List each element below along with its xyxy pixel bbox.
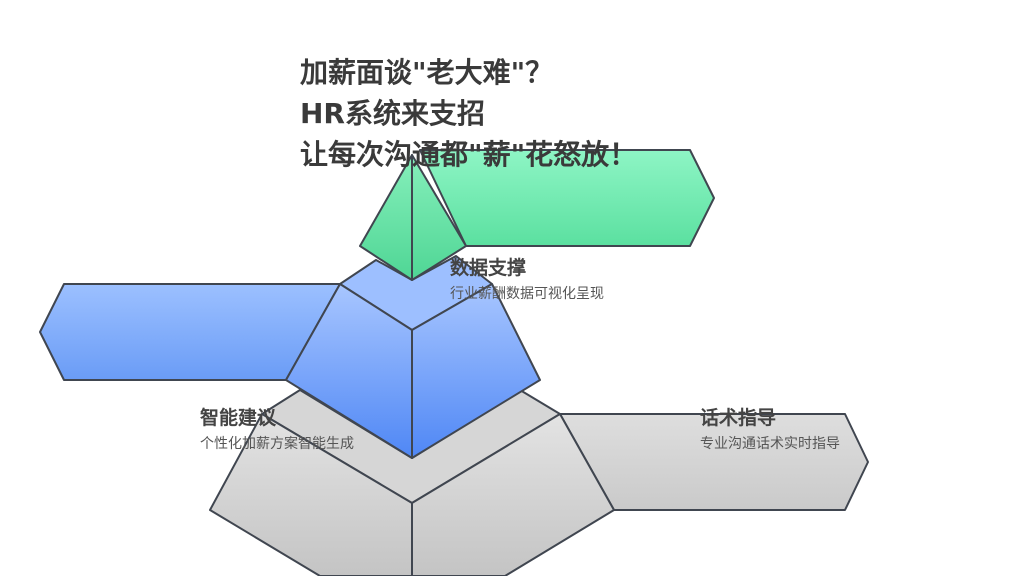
page-title: 加薪面谈"老大难"？ HR系统来支招 让每次沟通都"薪"花怒放！ [300,52,637,175]
label-script-guidance-heading: 话术指导 [700,407,777,429]
label-smart-suggestion-heading: 智能建议 [200,407,277,429]
title-line-2: HR系统来支招 [300,97,485,130]
blue-tier-right-face [411,283,541,459]
green-band [419,149,715,247]
label-smart-suggestion: 智能建议 个性化加薪方案智能生成 [200,406,354,454]
gray-tier-right-face [411,413,615,576]
label-data-support-desc: 行业薪酬数据可视化呈现 [450,286,604,302]
blue-band [39,283,341,381]
gray-tier-left-face [209,413,413,576]
title-line-1: 加薪面谈"老大难"？ [300,56,554,89]
label-script-guidance-desc: 专业沟通话术实时指导 [700,436,840,452]
green-apex-right-face [411,154,467,281]
label-script-guidance: 话术指导 专业沟通话术实时指导 [700,406,840,454]
label-data-support-heading: 数据支撑 [450,257,527,279]
title-line-3: 让每次沟通都"薪"花怒放！ [300,138,638,171]
label-data-support: 数据支撑 行业薪酬数据可视化呈现 [450,256,604,304]
label-smart-suggestion-desc: 个性化加薪方案智能生成 [200,436,354,452]
